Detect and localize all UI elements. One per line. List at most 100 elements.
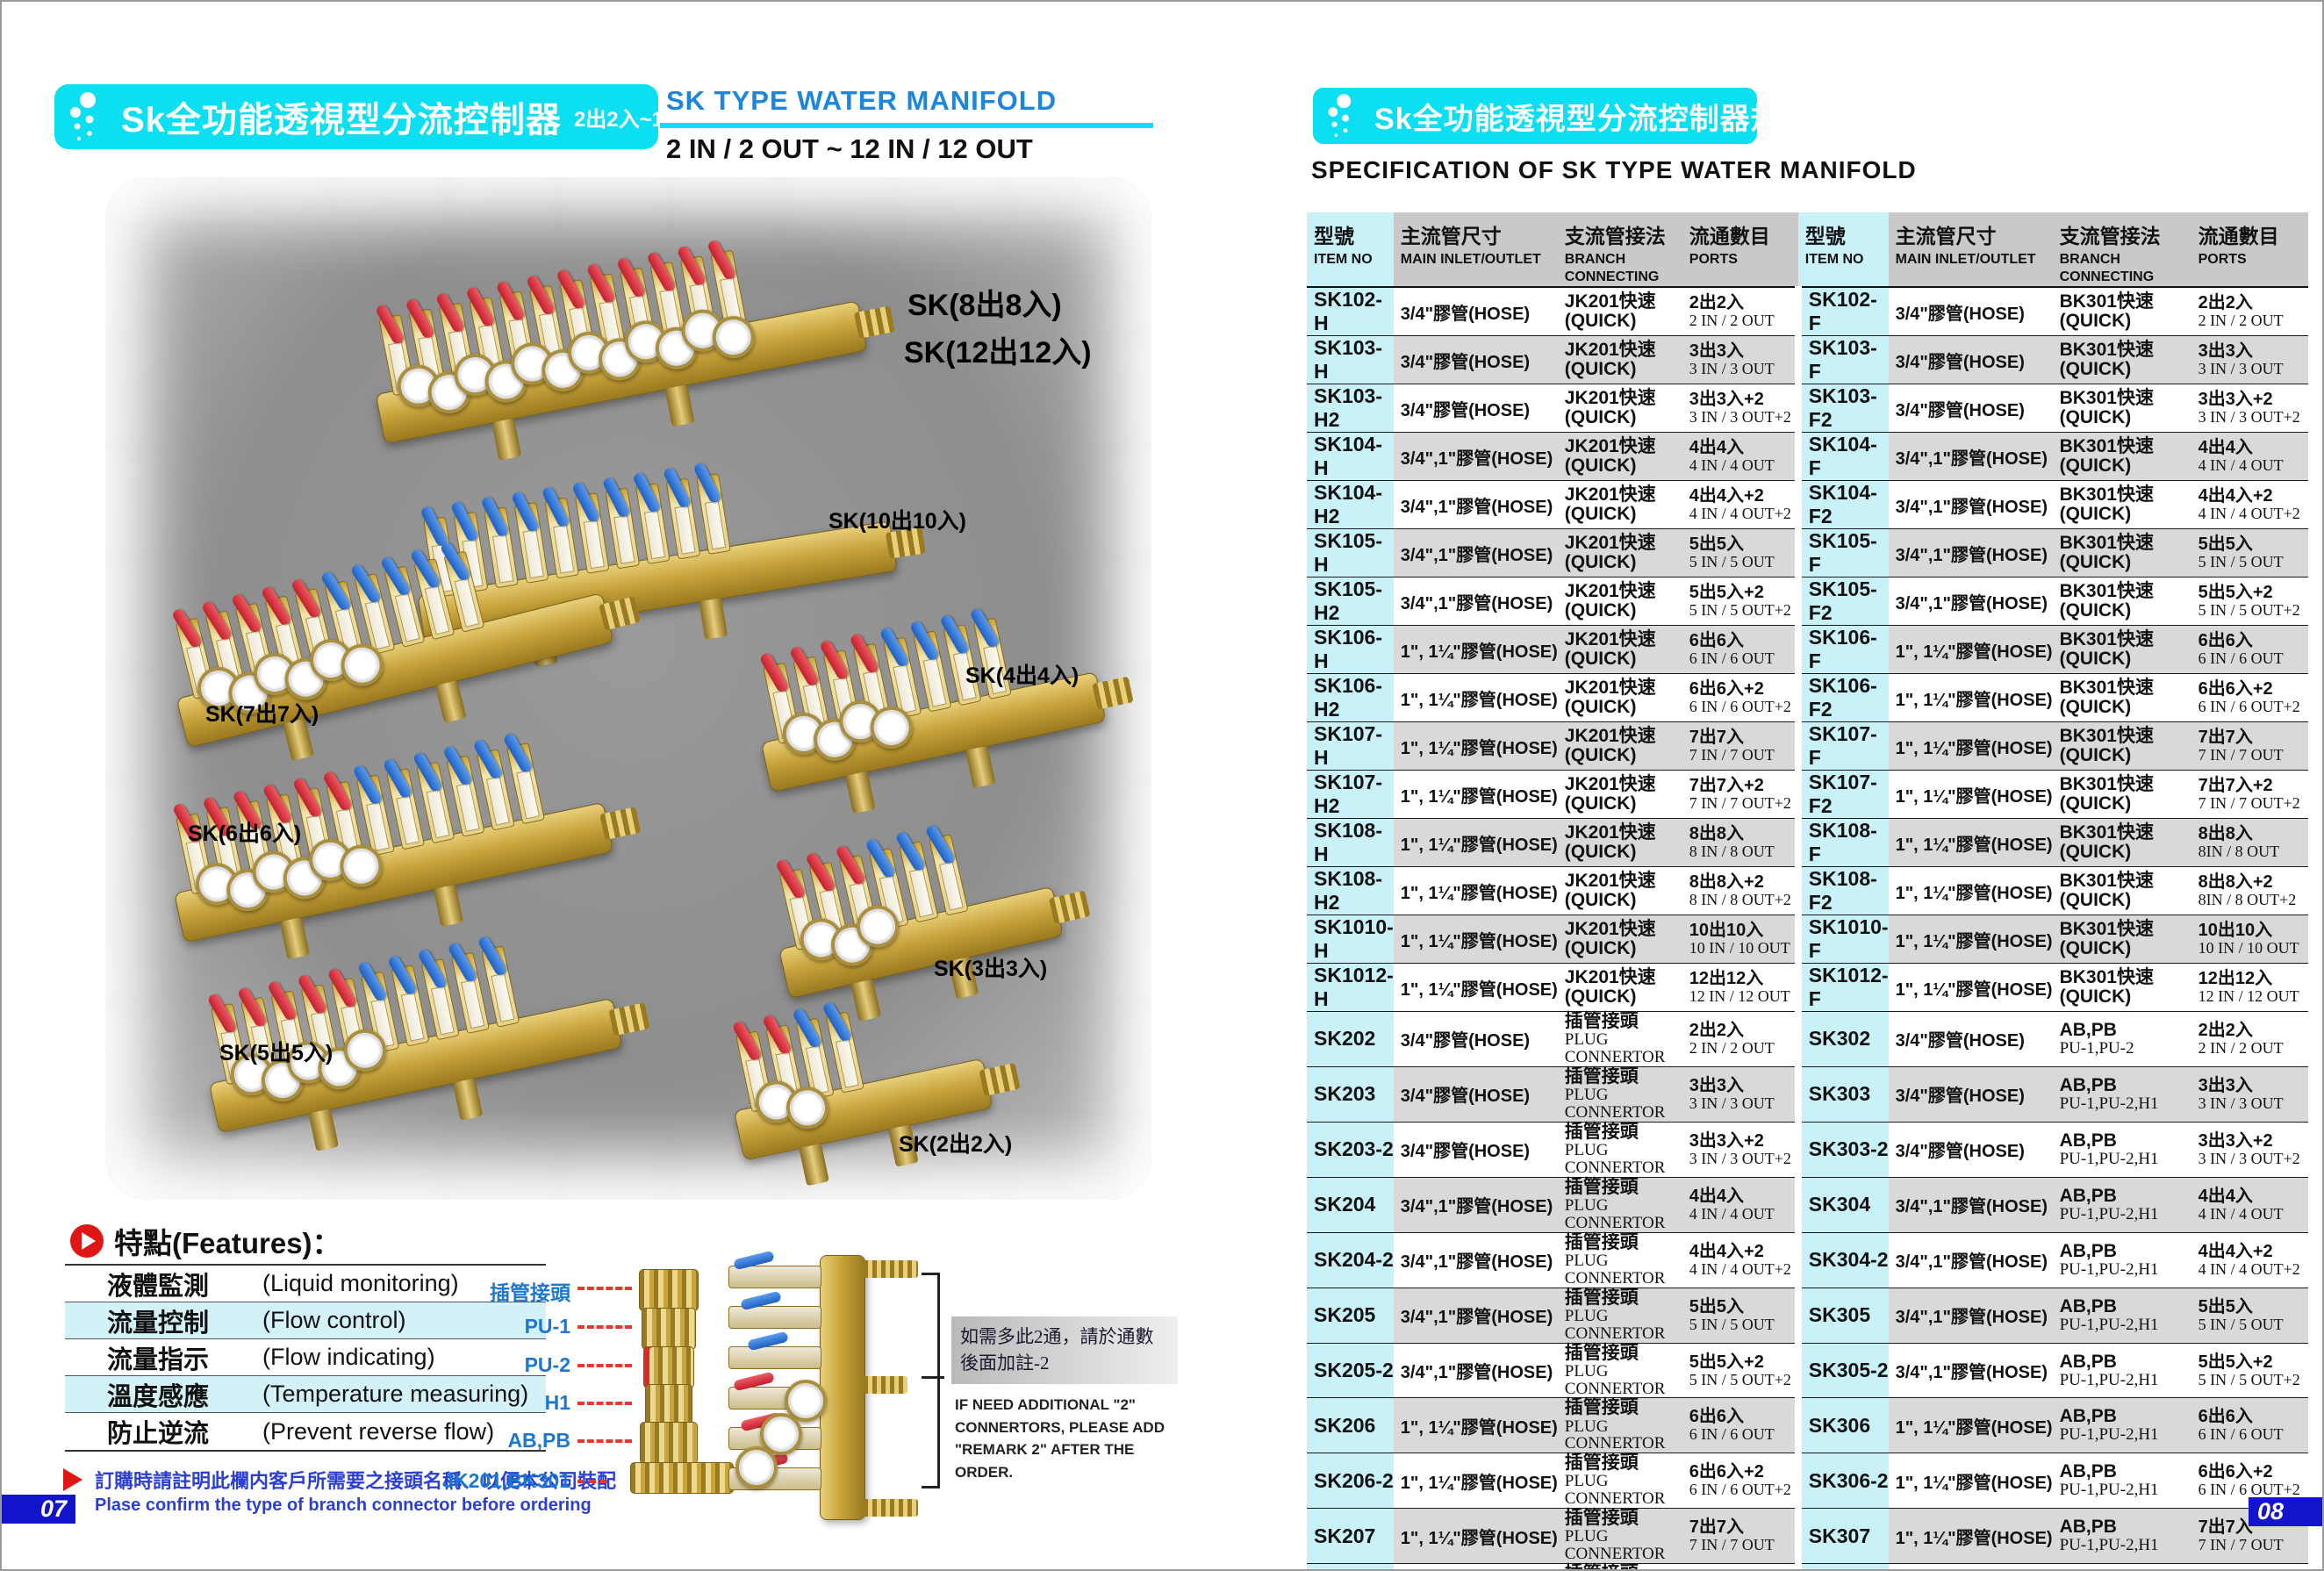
valve-lever bbox=[525, 274, 556, 317]
cell-branch-connecting: JK201快速(QUICK) bbox=[1557, 673, 1682, 722]
cell-main-inlet: 1", 1¼"膠管(HOSE) bbox=[1393, 915, 1558, 964]
cell-branch-connecting: BK301快速(QUICK) bbox=[2052, 625, 2191, 674]
photo-label: SK(3出3入) bbox=[934, 957, 1048, 981]
outlet-stub bbox=[308, 1108, 339, 1151]
cell-main-inlet: 3/4",1"膠管(HOSE) bbox=[1888, 432, 2053, 481]
cell-item-no: SK106-F bbox=[1794, 625, 1889, 674]
valve-lever bbox=[706, 238, 737, 282]
cell-item-no: SK104-F2 bbox=[1794, 480, 1889, 529]
outlet-stub bbox=[799, 1143, 830, 1187]
feature-row: 液體監測 (Liquid monitoring) bbox=[65, 1266, 546, 1302]
cell-item-no: SK205-2 bbox=[1307, 1343, 1394, 1399]
cell-branch-connecting: BK301快速(QUICK) bbox=[2052, 721, 2191, 771]
page-number-left: 07 bbox=[2, 1495, 75, 1524]
feature-en: (Flow indicating) bbox=[262, 1344, 435, 1370]
cell-main-inlet: 1", 1¼"膠管(HOSE) bbox=[1393, 1508, 1558, 1565]
valve bbox=[632, 470, 671, 564]
cell-item-no: SK304-2 bbox=[1794, 1232, 1889, 1288]
cell-item-no: SK307-2 bbox=[1794, 1563, 1889, 1569]
valve-lever bbox=[758, 651, 790, 694]
connector-fitting bbox=[639, 1269, 699, 1311]
cell-main-inlet: 3/4",1"膠管(HOSE) bbox=[1888, 528, 2053, 577]
left-header-subtitle-en: 2 IN / 2 OUT ~ 12 IN / 12 OUT bbox=[666, 133, 1033, 164]
outlet-stub bbox=[845, 771, 876, 814]
valve-lever bbox=[791, 1007, 823, 1050]
cell-item-no: SK307 bbox=[1794, 1508, 1889, 1565]
valve-lever bbox=[349, 563, 382, 605]
valve-lever bbox=[924, 823, 957, 866]
cell-main-inlet: 3/4",1"膠管(HOSE) bbox=[1888, 1177, 2053, 1233]
cell-main-inlet: 3/4",1"膠管(HOSE) bbox=[1393, 1177, 1558, 1233]
cell-branch-connecting: BK301快速(QUICK) bbox=[2052, 528, 2191, 577]
valve-lever bbox=[510, 490, 541, 534]
photo-label: SK(8出8入) bbox=[907, 289, 1062, 322]
cell-branch-connecting: JK201快速(QUICK) bbox=[1557, 963, 1682, 1012]
cell-main-inlet: 1", 1¼"膠管(HOSE) bbox=[1393, 1453, 1558, 1510]
feature-zh: 溫度感應 bbox=[107, 1382, 210, 1411]
cell-branch-connecting: JK201快速(QUICK) bbox=[1557, 721, 1682, 771]
valve-lever bbox=[321, 770, 354, 813]
cell-branch-connecting: JK201快速(QUICK) bbox=[1557, 335, 1682, 384]
cell-item-no: SK203 bbox=[1307, 1066, 1394, 1123]
manifold-illustration bbox=[362, 228, 895, 461]
leader-line bbox=[577, 1402, 632, 1405]
gauge-icon bbox=[785, 1380, 827, 1422]
valve-lever bbox=[615, 255, 647, 299]
valve-lever bbox=[230, 592, 263, 635]
left-header-title-en: SK TYPE WATER MANIFOLD bbox=[666, 85, 1058, 116]
cell-main-inlet: 1", 1¼"膠管(HOSE) bbox=[1393, 963, 1558, 1012]
feature-zh: 液體監測 bbox=[107, 1272, 210, 1301]
features-table: 液體監測 (Liquid monitoring) 流量控制 (Flow cont… bbox=[65, 1264, 546, 1452]
valve-lever bbox=[356, 960, 388, 1003]
page-number-right: 08 bbox=[2249, 1497, 2322, 1526]
mini-manifold-bar bbox=[820, 1255, 865, 1520]
valve-lever bbox=[495, 279, 526, 322]
gauge-icon bbox=[760, 1413, 802, 1455]
feature-row: 溫度感應 (Temperature measuring) bbox=[65, 1376, 546, 1413]
photo-label: SK(10出10入) bbox=[828, 509, 966, 534]
valve-lever bbox=[464, 285, 496, 328]
left-banner: Sk全功能透視型分流控制器 2出2入~12出12入 bbox=[54, 84, 741, 149]
header-divider-rule bbox=[660, 123, 1153, 128]
cell-main-inlet: 3/4",1"膠管(HOSE) bbox=[1888, 1343, 2053, 1399]
valve-lever bbox=[236, 986, 268, 1029]
cell-main-inlet: 1", 1¼"膠管(HOSE) bbox=[1393, 770, 1558, 819]
cell-main-inlet: 3/4"膠管(HOSE) bbox=[1393, 335, 1558, 384]
cell-main-inlet: 1", 1¼"膠管(HOSE) bbox=[1393, 1397, 1558, 1454]
cell-item-no: SK104-F bbox=[1794, 432, 1889, 481]
cell-item-no: SK106-F2 bbox=[1794, 673, 1889, 722]
valve-lever bbox=[849, 632, 880, 675]
cell-ports: 7出7入+27 IN / 7 OUT+2 bbox=[2191, 1563, 2308, 1569]
cell-item-no: SK204-2 bbox=[1307, 1232, 1394, 1288]
connector-fitting bbox=[642, 1308, 696, 1350]
mini-manifold-photo bbox=[704, 1248, 918, 1538]
